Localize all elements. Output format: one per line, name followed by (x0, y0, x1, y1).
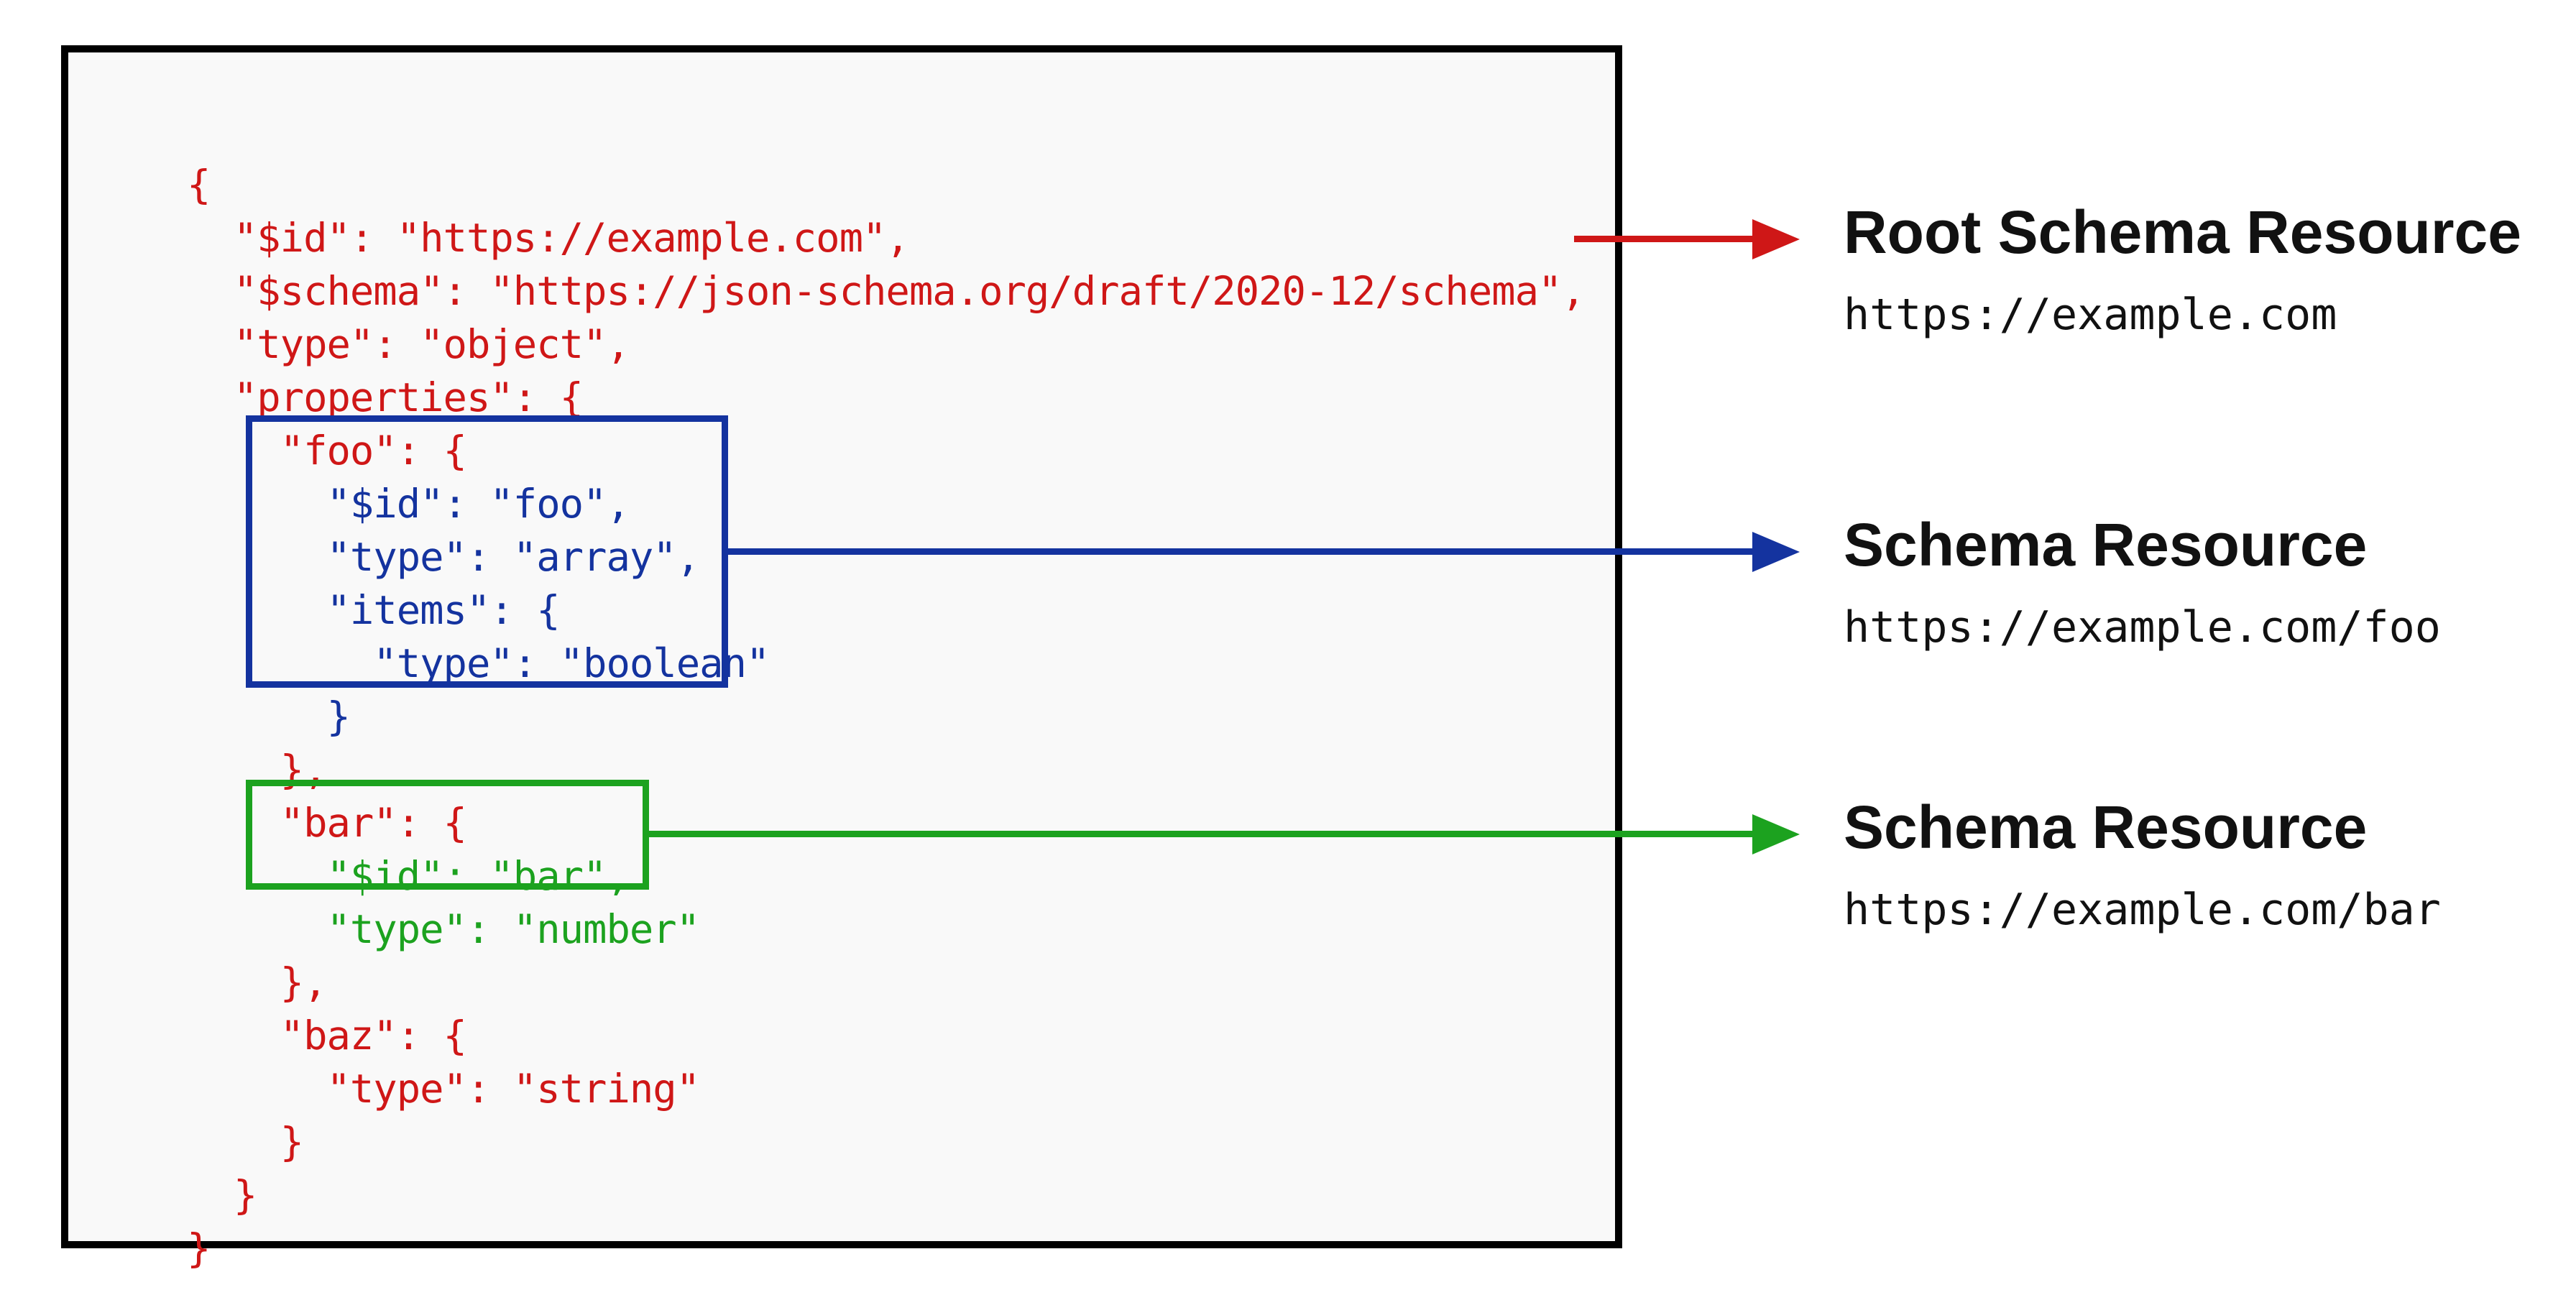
annotation-title: Schema Resource (1844, 511, 2368, 579)
code-line-3: "$schema": "https://json-schema.org/draf… (187, 268, 1586, 315)
bar-schema-arrow-head-icon (1752, 814, 1800, 854)
foo-schema-arrow-line (724, 548, 1754, 555)
bar-schema-arrow-line (645, 831, 1754, 837)
code-line-21: } (187, 1225, 211, 1272)
code-line-8: "type": "array", (187, 534, 700, 581)
code-line-13: "bar": { (187, 800, 467, 847)
code-line-17: "baz": { (187, 1013, 467, 1059)
code-line-20: } (187, 1172, 257, 1219)
code-line-10: "type": "boolean" (187, 640, 770, 687)
code-line-19: } (187, 1119, 304, 1166)
annotation-url: https://example.com/foo (1844, 602, 2441, 653)
annotation-bar-schema-resource: Schema Resource https://example.com/bar (1844, 797, 2441, 935)
annotation-title: Root Schema Resource (1844, 198, 2521, 266)
code-line-14: "$id": "bar", (187, 853, 630, 900)
schema-code-box: { "$id": "https://example.com", "$schema… (61, 45, 1622, 1272)
foo-schema-resource-box (246, 415, 728, 688)
code-line-1: { (187, 162, 211, 208)
code-line-5: "properties": { (187, 374, 584, 421)
code-line-2: "$id": "https://example.com", (187, 215, 910, 262)
root-schema-arrow-line (1574, 236, 1754, 242)
annotation-url: https://example.com (1844, 290, 2337, 340)
annotation-root-schema-resource: Root Schema Resource https://example.com (1844, 202, 2521, 340)
annotation-foo-schema-resource: Schema Resource https://example.com/foo (1844, 515, 2441, 653)
root-schema-arrow-head-icon (1752, 219, 1800, 259)
code-line-4: "type": "object", (187, 321, 630, 368)
code-line-18: "type": "string" (187, 1066, 700, 1112)
code-line-15: "type": "number" (187, 906, 700, 953)
foo-schema-arrow-head-icon (1752, 532, 1800, 572)
code-line-6: "foo": { (187, 428, 467, 474)
bar-schema-resource-box (246, 780, 649, 890)
schema-json-code: { "$id": "https://example.com", "$schema… (187, 159, 1586, 1276)
code-line-7: "$id": "foo", (187, 481, 630, 527)
annotation-title: Schema Resource (1844, 793, 2368, 861)
code-line-16: }, (187, 959, 328, 1006)
annotation-url: https://example.com/bar (1844, 885, 2441, 935)
code-line-11: } (187, 693, 350, 740)
code-line-9: "items": { (187, 587, 560, 634)
